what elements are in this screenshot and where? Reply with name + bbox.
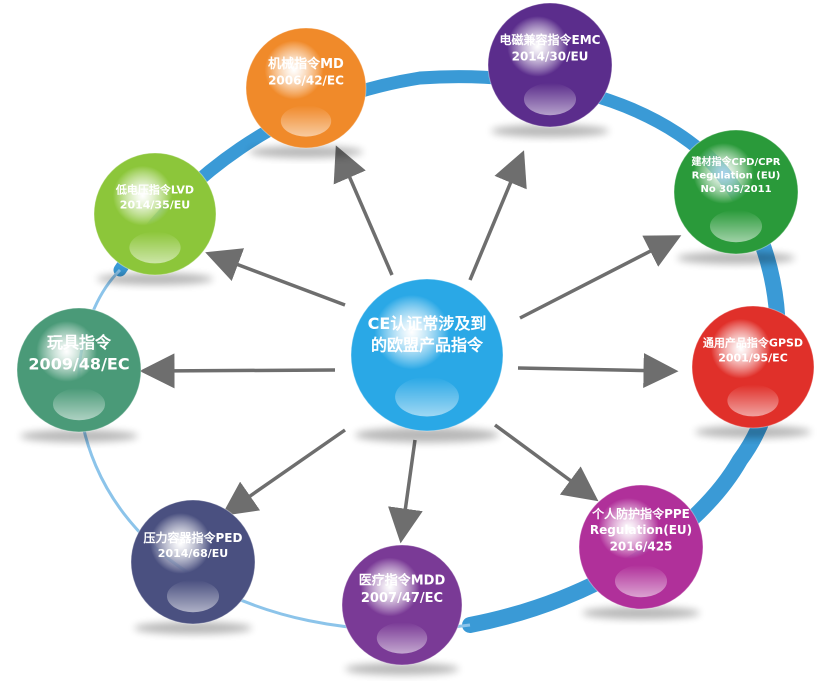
- directive-node-ped[interactable]: 压力容器指令PED 2014/68/EU: [130, 499, 256, 635]
- arrow-ppe: [493, 423, 599, 502]
- directive-node-ped-line-2: 2014/68/EU: [158, 547, 228, 560]
- sphere-body: [245, 27, 367, 149]
- center-node-line-1: CE认证常涉及到: [368, 314, 487, 333]
- directive-node-cpd-line-2: Regulation (EU): [692, 170, 781, 181]
- directive-node-ppe-line-3: 2016/425: [610, 539, 673, 553]
- arrow-lvd: [205, 248, 346, 307]
- sphere-body: [578, 484, 704, 610]
- directive-node-toy-line-2: 2009/48/EC: [28, 354, 129, 373]
- directive-node-gpsd-line-1: 通用产品指令GPSD: [703, 336, 803, 350]
- directive-node-mdd-line-1: 医疗指令MDD: [359, 572, 446, 588]
- sphere-gloss: [395, 377, 459, 417]
- arrow-emc: [468, 150, 527, 281]
- sphere-shadow: [695, 425, 811, 439]
- sphere-body: [16, 307, 142, 433]
- sphere-gloss: [523, 82, 577, 116]
- directive-node-ppe-line-1: 个人防护指令PPE: [591, 506, 690, 521]
- sphere-body: [130, 499, 256, 625]
- directive-node-md[interactable]: 机械指令MD 2006/42/EC: [245, 27, 367, 158]
- directive-node-mdd[interactable]: 医疗指令MDD 2007/47/EC: [341, 544, 463, 675]
- sphere-gloss: [376, 622, 428, 654]
- directive-node-lvd-line-2: 2014/35/EU: [120, 199, 190, 212]
- directive-node-mdd-line-2: 2007/47/EC: [361, 591, 443, 606]
- directive-node-md-line-2: 2006/42/EC: [268, 74, 344, 88]
- directive-node-emc[interactable]: 电磁兼容指令EMC 2014/30/EU: [487, 2, 613, 138]
- sphere-shadow: [491, 124, 609, 138]
- directive-node-lvd-line-1: 低电压指令LVD: [115, 183, 194, 197]
- directive-node-ped-line-1: 压力容器指令PED: [144, 530, 243, 545]
- sphere-shadow: [20, 429, 138, 443]
- directive-node-emc-line-1: 电磁兼容指令EMC: [500, 32, 601, 47]
- sphere-body: [487, 2, 613, 128]
- sphere-shadow: [249, 146, 363, 158]
- directive-node-gpsd-line-2: 2001/95/EC: [718, 352, 788, 365]
- sphere-gloss: [129, 231, 181, 264]
- directive-node-md-line-1: 机械指令MD: [268, 56, 344, 72]
- directive-node-lvd[interactable]: 低电压指令LVD 2014/35/EU: [93, 152, 217, 286]
- sphere-gloss: [166, 579, 220, 613]
- sphere-shadow: [345, 663, 459, 675]
- sphere-shadow: [677, 251, 795, 265]
- sphere-shadow: [582, 606, 700, 620]
- directive-node-ppe-line-2: Regulation(EU): [590, 523, 692, 537]
- sphere-shadow: [97, 272, 213, 286]
- directive-node-toy[interactable]: 玩具指令 2009/48/EC: [16, 307, 142, 443]
- arrow-mdd: [388, 439, 423, 544]
- sphere-body: [350, 278, 504, 432]
- arrow-cpd: [519, 235, 682, 320]
- sphere-body: [673, 129, 799, 255]
- sphere-body: [93, 152, 217, 276]
- sphere-body: [691, 305, 815, 429]
- directive-node-cpd-line-3: No 305/2011: [700, 184, 771, 195]
- directive-node-cpd-line-1: 建材指令CPD/CPR: [691, 155, 781, 168]
- arrow-md: [333, 145, 394, 276]
- directive-node-toy-line-1: 玩具指令: [47, 333, 112, 352]
- directive-node-cpd[interactable]: 建材指令CPD/CPR Regulation (EU) No 305/2011: [673, 129, 799, 265]
- sphere-shadow: [134, 621, 252, 635]
- directive-node-gpsd[interactable]: 通用产品指令GPSD 2001/95/EC: [691, 305, 815, 439]
- directive-node-ppe[interactable]: 个人防护指令PPE Regulation(EU) 2016/425: [578, 484, 704, 620]
- sphere-body: [341, 544, 463, 666]
- center-node-line-2: 的欧盟产品指令: [371, 336, 484, 355]
- sphere-gloss: [727, 384, 779, 417]
- sphere-gloss: [52, 387, 106, 421]
- arrow-ped: [221, 428, 346, 516]
- arrows: [139, 145, 682, 544]
- arrow-gpsd: [517, 353, 679, 389]
- directive-node-emc-line-2: 2014/30/EU: [512, 49, 589, 63]
- sphere-shadow: [354, 427, 500, 443]
- sphere-gloss: [614, 564, 668, 598]
- sphere-gloss: [280, 105, 332, 137]
- arrow-toy: [139, 353, 336, 389]
- sphere-gloss: [709, 209, 763, 243]
- directive-nodes: 机械指令MD 2006/42/EC 电磁兼容指令EMC 2014/30/EU 建材指令C…: [16, 2, 815, 675]
